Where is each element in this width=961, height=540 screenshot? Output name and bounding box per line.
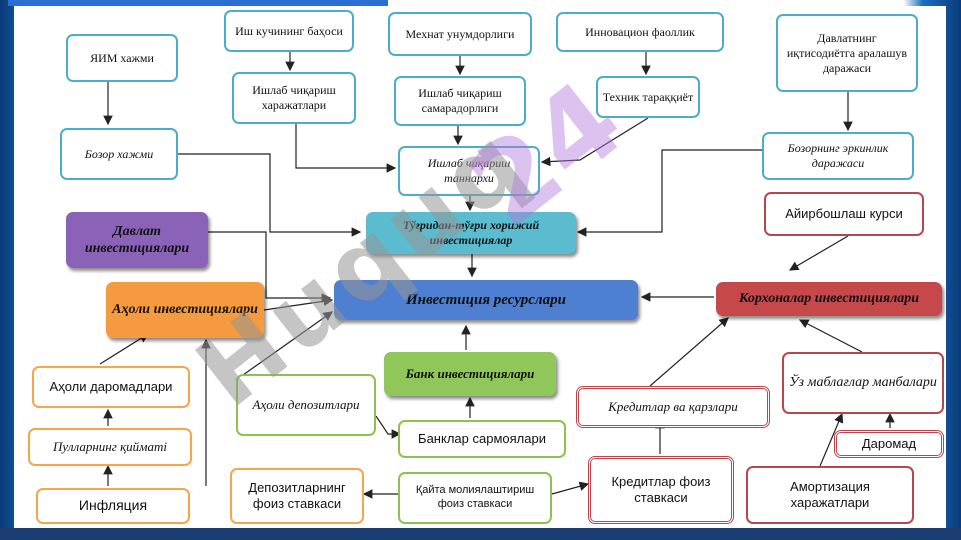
node-korxona-inv: Корхоналар инвестициялари bbox=[716, 282, 942, 316]
node-aholi-daromad: Аҳоли даромадлари bbox=[32, 366, 190, 408]
node-yaim: ЯИМ хажми bbox=[66, 34, 178, 82]
node-togridan: Тўғридан-тўғри хорижий инвестициялар bbox=[366, 212, 576, 254]
node-bank-inv: Банк инвестициялари bbox=[384, 352, 556, 396]
node-amortizatsiya: Амортизация харажатлари bbox=[746, 466, 914, 524]
node-inflyatsiya: Инфляция bbox=[36, 488, 190, 524]
node-ishlab-xarajat: Ишлаб чиқариш харажатлари bbox=[232, 72, 356, 124]
slide-bottom-bar bbox=[0, 528, 961, 540]
node-aholi-depozit: Аҳоли депозитлари bbox=[236, 374, 376, 436]
node-davlat-inv: Давлат инвестициялари bbox=[66, 212, 208, 268]
node-ish-kuch: Иш кучининг баҳоси bbox=[224, 10, 354, 52]
node-innov: Инновацион фаоллик bbox=[556, 12, 724, 52]
node-depozit-foiz: Депозитларнинг фоиз ставкаси bbox=[230, 468, 364, 524]
node-pul-qiymat: Пулларнинг қийматі bbox=[28, 428, 192, 466]
node-aholi-inv: Аҳоли инвестициялари bbox=[106, 282, 264, 338]
node-oz-mablag: Ўз маблағлар манбалари bbox=[782, 352, 944, 414]
node-kredit-foiz: Кредитлар фоиз ставкаси bbox=[588, 456, 734, 524]
node-inv-res: Инвестиция ресурслари bbox=[334, 280, 638, 320]
slide-top-accent bbox=[8, 0, 388, 6]
node-davlat-iqtisod: Давлатнинг иқтисодиётга аралашув даражас… bbox=[776, 14, 918, 92]
node-qayta-moliya: Қайта молиялаштириш фоиз ставкаси bbox=[398, 472, 552, 524]
node-tannarx: Ишлаб чиқариш таннархи bbox=[398, 146, 540, 196]
node-texnik: Техник тараққиёт bbox=[596, 76, 700, 118]
node-banklar-sarmoya: Банклар сармоялари bbox=[398, 420, 566, 458]
node-kredit-qarz: Кредитлар ва қарзлари bbox=[576, 386, 770, 428]
node-mehnat: Мехнат унумдорлиги bbox=[388, 12, 532, 56]
node-bozor-hajmi: Бозор хажми bbox=[60, 128, 178, 180]
node-ishlab-samara: Ишлаб чиқариш самарадорлиги bbox=[394, 76, 526, 126]
node-bozor-erkin: Бозорнинг эркинлик даражаси bbox=[762, 132, 914, 180]
node-airbosh: Айирбошлаш курси bbox=[764, 192, 924, 236]
node-daromad: Даромад bbox=[834, 430, 944, 458]
